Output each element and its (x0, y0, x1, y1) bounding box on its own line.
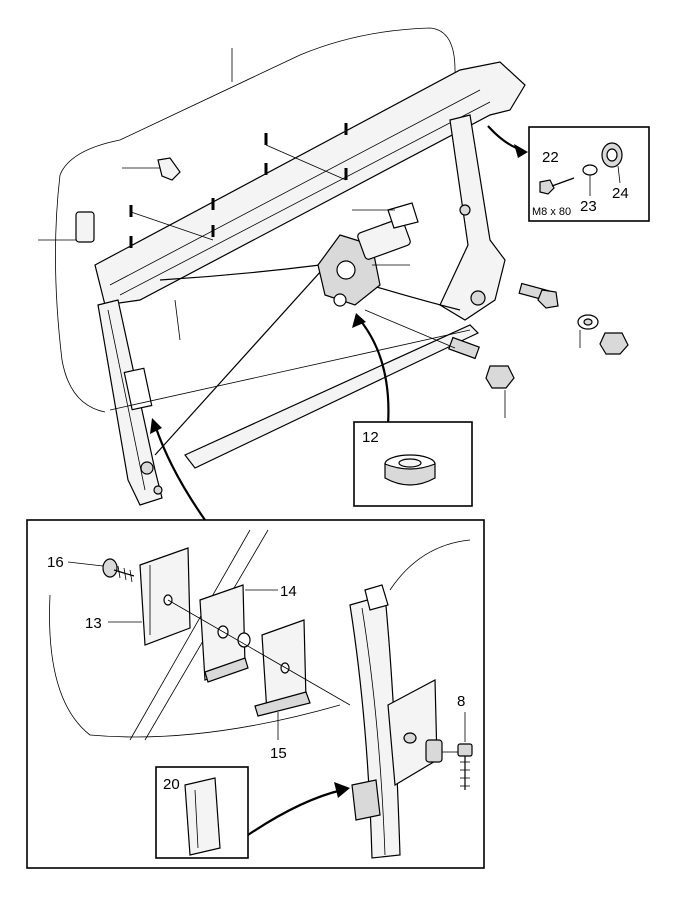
grommet-12-body (384, 463, 436, 486)
door-assembly (38, 27, 629, 506)
grommet-detail-box: 12 (353, 421, 473, 507)
pad-20 (184, 777, 221, 856)
arrow-to-part-12 (359, 319, 390, 426)
bg-curve-5 (89, 704, 341, 738)
pad-20-edge (194, 789, 199, 849)
insert-nut (237, 632, 251, 648)
callout-15: 15 (270, 745, 287, 762)
lower-rail (184, 324, 480, 469)
arrow-head-bolt-box (514, 144, 528, 158)
callout-20: 20 (163, 776, 180, 793)
arrow-head-detail (150, 418, 162, 434)
arrow-head-12 (352, 313, 366, 328)
nut-24-leader (617, 165, 621, 184)
arrow-to-detail-box (153, 424, 206, 521)
left-rail-clip (123, 367, 153, 411)
plate-15-hole (280, 662, 290, 674)
grommet-box-frame (353, 421, 473, 507)
bg-curve-2 (129, 529, 251, 741)
right-rail-bolt (470, 290, 486, 306)
glass-clip (75, 211, 95, 243)
callout-23: 23 (580, 198, 597, 215)
arrow-pad-to-rail (247, 788, 343, 836)
fasteners-right (364, 282, 629, 418)
right-guide-rail (439, 114, 506, 321)
callout-14: 14 (280, 583, 297, 600)
right-rail-bolt-2 (459, 204, 471, 216)
grommet-12-hole (398, 458, 422, 468)
bolt-size-label: M8 x 80 (532, 206, 571, 218)
bg-curve-4 (389, 539, 471, 591)
left-rail-groove (107, 309, 146, 491)
callout-8: 8 (457, 693, 465, 710)
plate-14-foot (204, 657, 249, 683)
bolt-8 (457, 743, 473, 790)
rail-bottom-block (351, 779, 381, 821)
regulator-motor (317, 218, 411, 307)
left-guide-rail (97, 299, 163, 506)
upper-rail-groove-2 (119, 101, 491, 296)
alignment-axis (167, 599, 351, 706)
callout-13: 13 (85, 615, 102, 632)
cable-bracket (387, 202, 419, 229)
callout-12: 12 (362, 429, 379, 446)
cable-4 (174, 299, 181, 341)
vertical-rail (349, 594, 401, 859)
left-rail-bolt-2 (153, 485, 163, 495)
callout-22: 22 (542, 149, 559, 166)
rail-groove (361, 607, 386, 856)
lower-detail-box: 16 13 14 15 (26, 519, 485, 869)
top-clip (157, 157, 181, 181)
callout-24: 24 (612, 185, 629, 202)
door-glass-outline (59, 27, 459, 176)
arrow-head-pad (334, 782, 350, 798)
callout-16: 16 (47, 554, 64, 571)
washer-23 (582, 164, 598, 176)
plate-15-foot (254, 691, 311, 717)
bg-curve-1 (49, 594, 91, 736)
nut-24-hole (606, 148, 618, 162)
callout-16-leader (67, 561, 104, 567)
bolt-22 (539, 179, 555, 195)
bolt-22-shank (551, 177, 575, 187)
lower-box-frame (26, 519, 485, 869)
upper-rail-groove (109, 89, 481, 286)
cable-2 (159, 264, 321, 281)
cable-1 (154, 249, 341, 456)
bolt-detail-box: 22 M8 x 80 23 24 (528, 126, 650, 222)
cut-markers (129, 123, 348, 248)
rail-bracket-hole (403, 732, 417, 744)
door-glass-left-edge (55, 174, 106, 413)
lower-rail-line (109, 329, 471, 411)
cable-3 (369, 284, 461, 311)
left-rail-bolt (140, 461, 154, 475)
rail-bracket-clip (425, 739, 443, 763)
bolt-16 (102, 558, 135, 583)
rail-top-cap (364, 584, 389, 611)
